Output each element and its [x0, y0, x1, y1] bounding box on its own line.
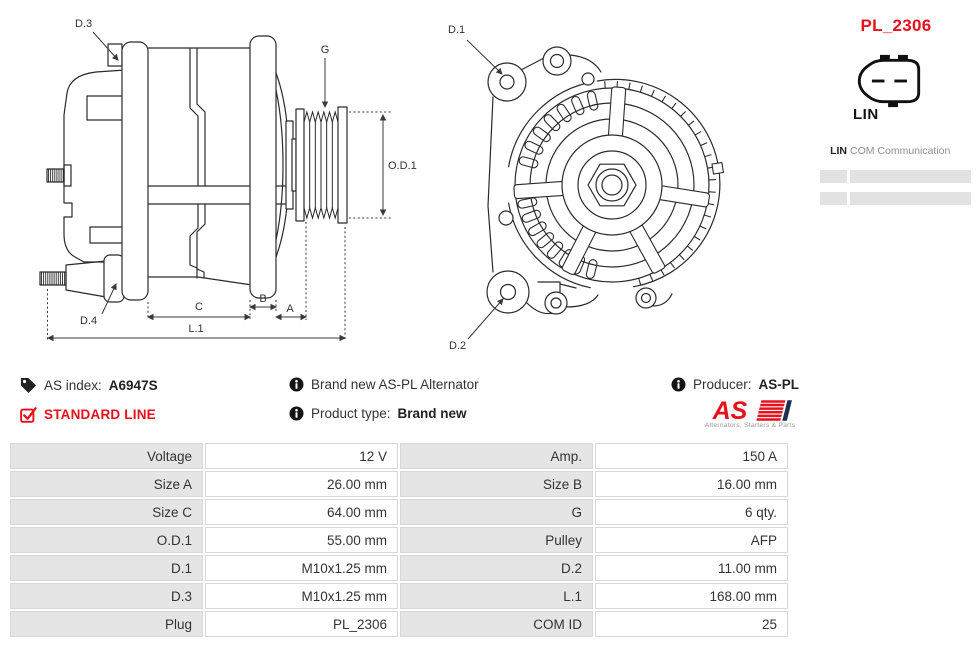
- spec-value: 55.00 mm: [205, 527, 398, 553]
- as-index-row: AS index: A6947S: [20, 377, 158, 394]
- mounting-ear-top: [487, 62, 527, 102]
- comm-key: LIN: [830, 144, 847, 157]
- info-icon: [671, 377, 686, 392]
- rear-housing: [39, 43, 126, 303]
- as-index-label: AS index:: [44, 378, 102, 393]
- front-view-technical-drawing: D.1 D.2: [448, 24, 725, 352]
- spec-value: 25: [595, 611, 788, 637]
- hub-and-nut: [561, 134, 663, 236]
- front-dim-labels: D.1 D.2: [448, 24, 504, 352]
- spec-value: M10x1.25 mm: [205, 555, 398, 581]
- spec-value: 168.00 mm: [595, 583, 788, 609]
- as-index-value: A6947S: [108, 378, 158, 393]
- checkbox-checked-icon: [20, 407, 37, 423]
- logo-as-text: AS: [712, 398, 748, 422]
- product-type-value: Brand new: [397, 406, 467, 421]
- cooling-vent-slots: [517, 90, 725, 279]
- mounting-ear-bottom: [486, 270, 530, 314]
- spec-table: Voltage 12 V Amp. 150 A Size A 26.00 mm …: [10, 443, 788, 637]
- producer-row: Producer: AS-PL: [671, 377, 799, 392]
- connector-plug-icon: [857, 54, 921, 108]
- spec-label: Plug: [10, 611, 203, 637]
- spec-label: Voltage: [10, 443, 203, 469]
- dim-label-b: B: [259, 293, 266, 305]
- mounting-flange-front: [249, 35, 277, 299]
- logo-stripes: [756, 400, 792, 421]
- spec-label: G: [400, 499, 593, 525]
- connector-tab: [888, 100, 898, 108]
- connector-type-label: LIN: [853, 106, 879, 123]
- producer-value: AS-PL: [758, 377, 800, 392]
- dim-label-l1: L.1: [188, 323, 203, 335]
- info-icon: [289, 406, 304, 421]
- product-line-row: STANDARD LINE: [20, 406, 156, 423]
- product-type-row: Product type: Brand new: [289, 406, 467, 421]
- comm-row-placeholder: [820, 192, 971, 205]
- spec-label: Size C: [10, 499, 203, 525]
- standard-line-label: STANDARD LINE: [44, 407, 156, 422]
- rim-rib-ticks: [604, 81, 716, 286]
- dim-label-d2: D.2: [449, 340, 466, 352]
- connector-tab: [880, 54, 890, 62]
- front-cone-and-shaft: [275, 72, 297, 258]
- spec-value: PL_2306: [205, 611, 398, 637]
- dim-label-d1: D.1: [448, 24, 465, 36]
- spec-value: 64.00 mm: [205, 499, 398, 525]
- spec-label: Amp.: [400, 443, 593, 469]
- spec-label: Pulley: [400, 527, 593, 553]
- as-pl-logo: AS: [712, 398, 792, 422]
- product-description: Brand new AS-PL Alternator: [311, 377, 479, 392]
- producer-label: Producer:: [693, 377, 752, 392]
- comm-value: COM Communication: [850, 144, 951, 157]
- comm-row-placeholder: [820, 170, 971, 183]
- spec-value: 150 A: [595, 443, 788, 469]
- spec-label: D.1: [10, 555, 203, 581]
- dim-label-c: C: [195, 301, 203, 313]
- mounting-flange-rear: [121, 41, 149, 301]
- spec-value: 16.00 mm: [595, 471, 788, 497]
- spec-label: COM ID: [400, 611, 593, 637]
- spec-label: D.3: [10, 583, 203, 609]
- spec-label: Size A: [10, 471, 203, 497]
- comm-row: LIN COM Communication: [820, 144, 971, 157]
- tag-icon: [20, 377, 37, 394]
- side-view-technical-drawing: D.3 G O.D.1 D.4 C B A L.1: [39, 18, 417, 342]
- spec-value: 26.00 mm: [205, 471, 398, 497]
- pulley: [295, 106, 348, 224]
- connector-tab: [898, 54, 908, 62]
- dim-label-a: A: [286, 303, 294, 315]
- info-icon: [289, 377, 304, 392]
- dimensions: D.3 G O.D.1 D.4 C B A L.1: [47, 18, 417, 342]
- spec-value: M10x1.25 mm: [205, 583, 398, 609]
- logo-tagline: Alternators, Starters & Parts: [704, 422, 796, 429]
- product-type-label: Product type:: [311, 406, 391, 421]
- spec-value: 11.00 mm: [595, 555, 788, 581]
- mounting-ear-rear: [107, 43, 123, 67]
- spec-value: 12 V: [205, 443, 398, 469]
- spec-label: D.2: [400, 555, 593, 581]
- spec-value: AFP: [595, 527, 788, 553]
- dim-label-od1: O.D.1: [388, 160, 417, 172]
- dim-label-d4: D.4: [80, 315, 97, 327]
- stud-holder: [65, 260, 107, 298]
- dim-label-d3: D.3: [75, 18, 92, 30]
- communication-table: LIN COM Communication: [820, 144, 971, 214]
- spec-label: L.1: [400, 583, 593, 609]
- spec-label: O.D.1: [10, 527, 203, 553]
- spec-value: 6 qty.: [595, 499, 788, 525]
- plug-code: PL_2306: [860, 16, 932, 35]
- description-row: Brand new AS-PL Alternator: [289, 377, 479, 392]
- spec-label: Size B: [400, 471, 593, 497]
- dim-label-g: G: [321, 44, 330, 56]
- stud-thread-hatch: [41, 169, 66, 285]
- pulley-grooves: [303, 110, 339, 220]
- lower-bracket: [103, 254, 125, 303]
